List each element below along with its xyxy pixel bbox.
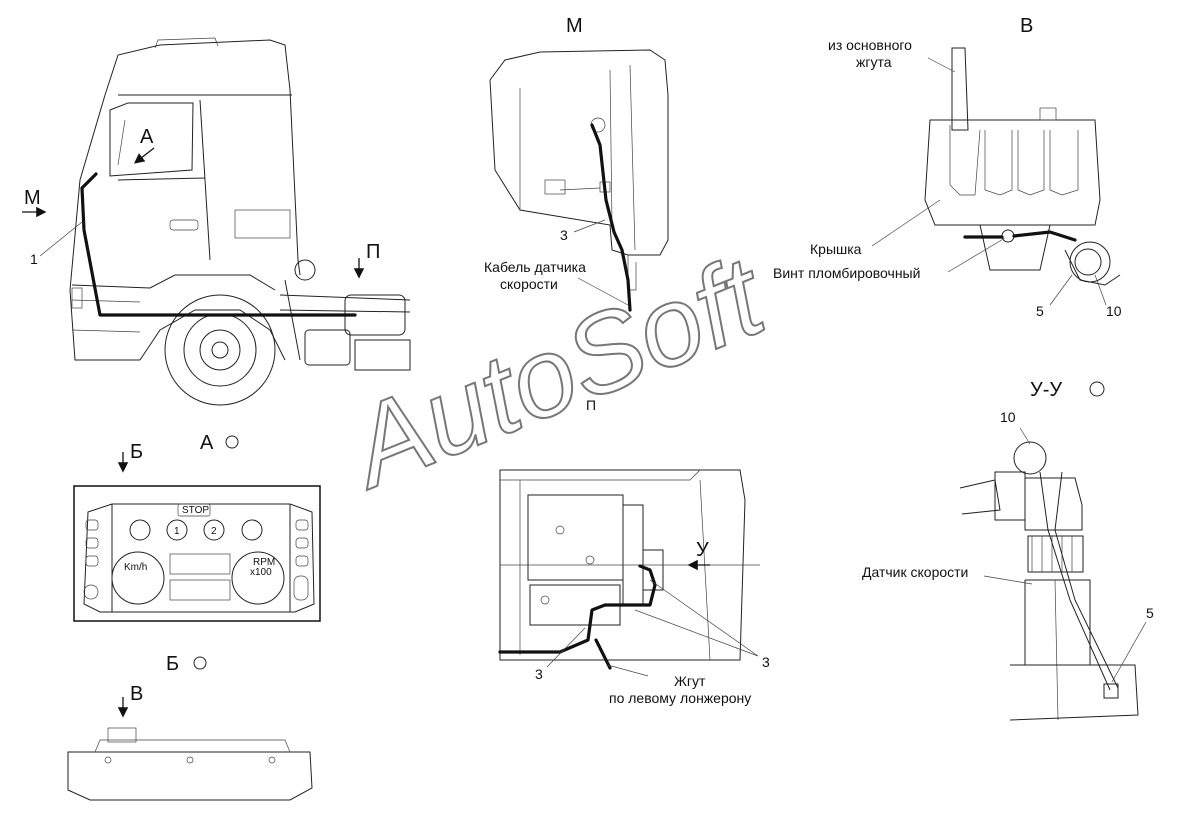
main-harness-label-line1: из основного <box>828 37 912 53</box>
instrument-cluster: STOP 1 2 Km/h RPM x100 <box>73 485 321 622</box>
callout-10-view-v: 10 <box>1106 303 1122 319</box>
section-uu-title: У-У <box>1030 379 1062 401</box>
dash-stop-label: STOP <box>182 505 209 516</box>
dash-rpm-mult: x100 <box>250 567 272 578</box>
callout-10-section-uu: 10 <box>1000 409 1016 425</box>
view-arrow-a-label: А <box>140 126 154 148</box>
main-harness-label-line2: жгута <box>856 54 892 70</box>
rotation-icon <box>193 656 207 670</box>
dash-gauge-2: 2 <box>211 526 217 537</box>
dash-speed-unit: Km/h <box>124 562 147 573</box>
section-uu-sensor <box>959 441 1139 721</box>
speed-sensor-label: Датчик скорости <box>862 564 968 580</box>
view-b-panel <box>67 727 313 801</box>
rotation-icon <box>225 435 239 449</box>
truck-side-view <box>69 37 411 406</box>
callout-5-view-v: 5 <box>1036 303 1044 319</box>
view-v-cover <box>924 47 1121 286</box>
speed-cable-label-line2: скорости <box>500 276 558 292</box>
view-p-chassis <box>498 469 760 670</box>
callout-3-right: 3 <box>762 654 770 670</box>
section-a-title: А <box>200 432 214 454</box>
rotation-icon <box>1089 381 1105 397</box>
section-b-title: Б <box>166 653 179 675</box>
view-p-small-label: П <box>586 397 596 413</box>
harness-label-line2: по левому лонжерону <box>609 690 751 706</box>
callout-1: 1 <box>30 251 38 267</box>
speed-cable-label-line1: Кабель датчика <box>484 259 586 275</box>
seal-screw-label: Винт пломбировочный <box>773 265 920 281</box>
view-arrow-u-label: У <box>696 539 709 561</box>
view-arrow-m-label: М <box>24 187 41 209</box>
dash-rpm-label: RPM <box>253 557 275 568</box>
callout-3-left: 3 <box>535 666 543 682</box>
view-m-cab-rear <box>489 49 669 312</box>
callout-3-view-m: 3 <box>560 227 568 243</box>
view-v-title: В <box>1020 15 1033 37</box>
view-arrow-p-label: П <box>366 241 380 263</box>
callout-5-section-uu: 5 <box>1146 605 1154 621</box>
view-arrow-v-label: В <box>130 683 143 705</box>
view-arrow-b-label: Б <box>130 441 143 463</box>
harness-label-line1: Жгут <box>674 673 706 689</box>
cover-label: Крышка <box>810 241 862 257</box>
dash-gauge-1: 1 <box>174 526 180 537</box>
view-m-title: М <box>566 15 583 37</box>
